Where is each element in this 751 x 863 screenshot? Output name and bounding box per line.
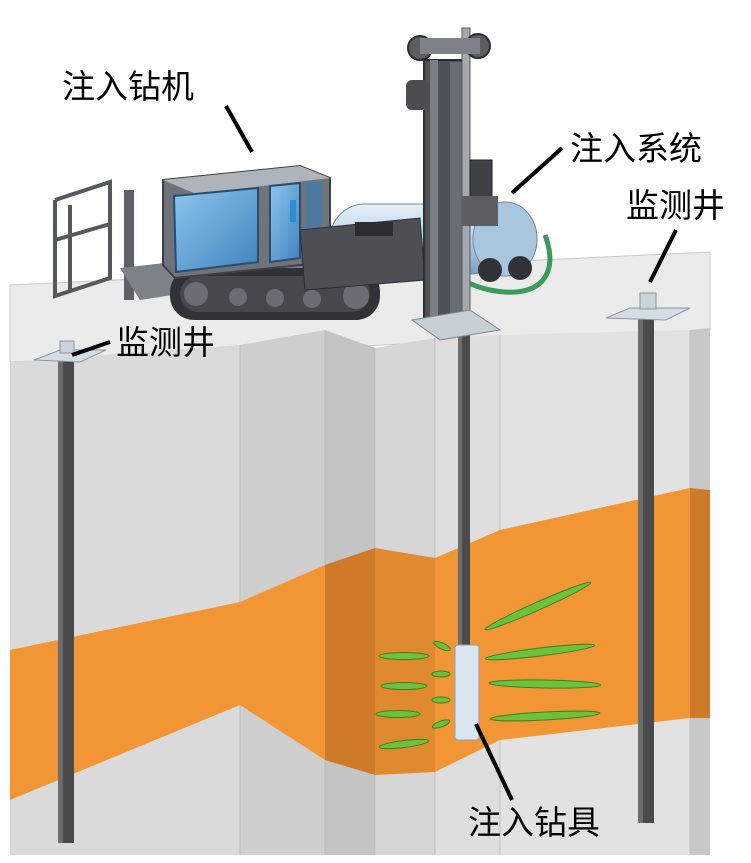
crack [484, 581, 592, 631]
drill-mast [406, 27, 502, 341]
label-system-group: 注入系统 [510, 129, 702, 195]
rig-rear-frame [53, 179, 112, 299]
crack [489, 710, 601, 722]
ground-block [9, 251, 711, 855]
crack [488, 679, 602, 689]
drilling-rig [53, 27, 553, 341]
crack [433, 640, 451, 652]
label-well-right-group: 监测井 [626, 186, 725, 283]
label-well-left-group: 监测井 [71, 323, 215, 362]
crack [484, 643, 596, 661]
crack [431, 670, 451, 678]
crack [431, 719, 451, 729]
injection-borehole [458, 330, 470, 650]
fracture-cracks [375, 581, 602, 750]
left-monitoring-well [33, 340, 107, 843]
label-tool-group: 注入钻具 [468, 723, 600, 842]
label-injection-rig: 注入钻机 [62, 67, 194, 106]
label-rig-group: 注入钻机 [62, 67, 254, 153]
crack [375, 710, 421, 718]
label-injection-tool: 注入钻具 [468, 803, 600, 842]
crack [380, 682, 428, 690]
crack [378, 738, 430, 750]
injection-tool [454, 644, 480, 741]
right-monitoring-well [605, 292, 691, 823]
label-injection-system: 注入系统 [570, 129, 702, 168]
label-monitoring-well-right: 监测井 [626, 186, 725, 225]
label-monitoring-well-left: 监测井 [116, 323, 215, 362]
crack [378, 652, 430, 660]
crack [431, 696, 451, 704]
